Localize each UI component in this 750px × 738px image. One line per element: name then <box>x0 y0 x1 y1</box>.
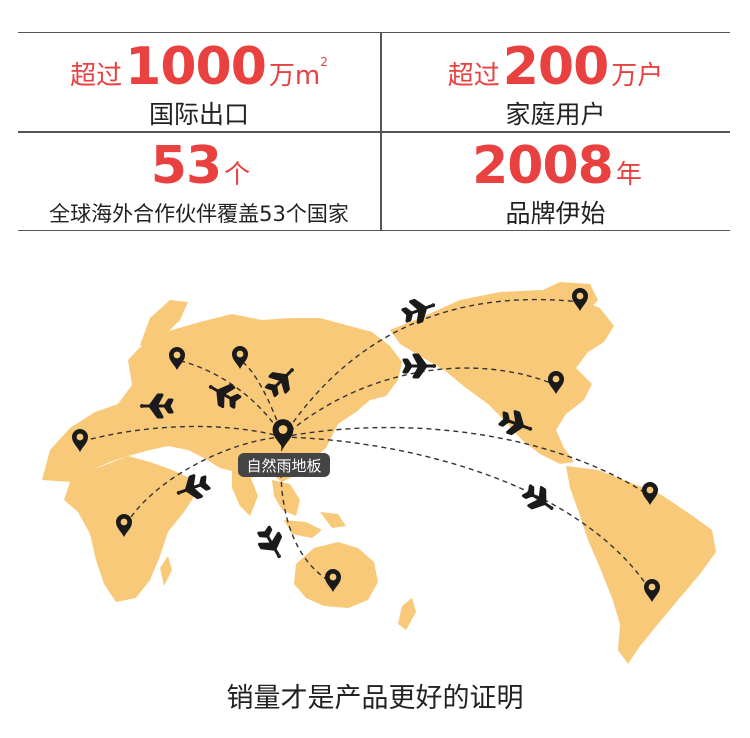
stat-label: 家庭用户 <box>505 100 606 129</box>
stat-label: 全球海外合作伙伴覆盖53个国家 <box>49 202 349 226</box>
hub-label-text: 自然雨地板 <box>246 457 321 475</box>
stat-unit: 万m <box>268 61 321 91</box>
stat-unit: 万户 <box>611 61 664 91</box>
continents <box>42 282 716 664</box>
stat-prefix: 超过 <box>447 61 500 91</box>
stat-unit: 个 <box>224 160 251 190</box>
stat-prefix: 超过 <box>70 61 123 91</box>
world-map: 自然雨地板 <box>42 282 716 664</box>
stat-unit: 年 <box>615 160 642 190</box>
divider-horizontal <box>18 131 730 133</box>
stat-label: 国际出口 <box>148 100 249 129</box>
stat-unit-sup: 2 <box>320 55 328 69</box>
stat-number: 1000 <box>125 37 267 97</box>
bottom-caption: 销量才是产品更好的证明 <box>226 683 524 714</box>
stat-number: 53 <box>150 136 222 196</box>
stat-number: 2008 <box>472 136 614 196</box>
airplane-icon <box>519 480 560 519</box>
hub-label: 自然雨地板 <box>238 453 330 477</box>
airplane-icon <box>252 523 291 564</box>
stat-number: 200 <box>502 37 610 97</box>
stat-label: 品牌伊始 <box>505 199 606 228</box>
